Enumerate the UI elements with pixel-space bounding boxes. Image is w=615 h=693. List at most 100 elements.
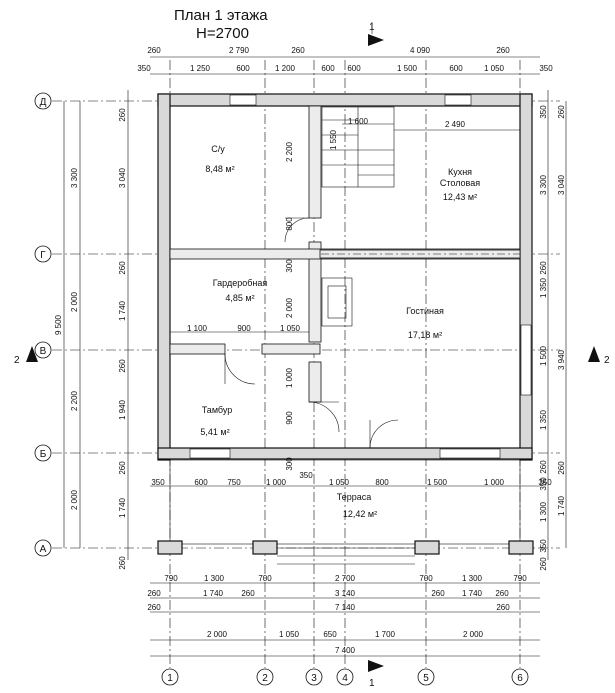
col-axis-5: 5 <box>423 673 429 684</box>
dim-bot-1-1: 1 300 <box>204 574 225 583</box>
dim-right-in-0: 260 <box>557 105 566 119</box>
dim-stair-width: 1 600 <box>348 117 369 126</box>
dim-bot-1-5: 1 300 <box>462 574 483 583</box>
section-mark-top: 1 <box>368 22 384 46</box>
dim-bot-1-4: 700 <box>419 574 433 583</box>
dim-wall-300a: 300 <box>285 259 294 273</box>
room-kitchen-area: 12,43 м² <box>443 192 477 202</box>
dim-left-in-2: 260 <box>118 261 127 275</box>
column-axis-markers: 1 2 3 4 5 6 <box>161 668 529 686</box>
dim-top-2-1: 1 250 <box>190 64 211 73</box>
dim-top-2-8: 1 050 <box>484 64 505 73</box>
bottom-dimension-lines: 790 1 300 700 2 700 700 1 300 790 260 1 … <box>147 574 540 657</box>
doors <box>224 217 399 449</box>
dim-terrace-8: 350 <box>538 478 552 487</box>
room-wc-name: С/у <box>211 144 225 154</box>
dim-right-3: 1 350 <box>539 277 548 298</box>
col-axis-6: 6 <box>517 673 523 684</box>
dim-wall-300b: 300 <box>285 457 294 471</box>
row-axis-g: Г <box>40 250 46 261</box>
dim-hall-2: 1 050 <box>280 324 301 333</box>
plan-title: План 1 этажа <box>174 7 268 24</box>
dim-terrace-0: 350 <box>151 478 165 487</box>
dim-bot-4-2: 650 <box>323 630 337 639</box>
row-axis-d: Д <box>40 97 47 108</box>
dim-right-in-3: 260 <box>557 461 566 475</box>
dim-hall-0: 1 100 <box>187 324 208 333</box>
right-dimension-lines: 350 3 300 260 1 350 1 500 1 350 260 350 … <box>539 90 567 571</box>
dim-left-0: 3 300 <box>70 167 79 188</box>
dim-top-2-3: 1 200 <box>275 64 296 73</box>
dim-right-7: 350 <box>539 477 548 491</box>
section-mark-left-label: 2 <box>14 355 20 366</box>
room-wc-area: 8,48 м² <box>205 164 234 174</box>
dim-left-overall: 9 500 <box>54 314 63 335</box>
dim-left-2: 2 200 <box>70 390 79 411</box>
dim-porch-350: 350 <box>299 471 313 480</box>
room-terrace-name: Терраса <box>337 492 372 502</box>
dim-top-2-6: 1 500 <box>397 64 418 73</box>
dim-top-1-0: 260 <box>147 46 161 55</box>
dim-terrace-2: 750 <box>227 478 241 487</box>
dim-wc-2200: 2 200 <box>285 141 294 162</box>
dim-left-3: 2 000 <box>70 489 79 510</box>
dim-bot-2-4: 260 <box>431 589 445 598</box>
dim-left-in-6: 260 <box>118 461 127 475</box>
col-axis-1: 1 <box>167 673 173 684</box>
dim-terrace-1: 600 <box>194 478 208 487</box>
plan-height: Н=2700 <box>196 25 249 42</box>
section-mark-bottom-label: 1 <box>369 678 375 689</box>
dim-top-2-2: 600 <box>236 64 250 73</box>
dim-top-2-0: 350 <box>137 64 151 73</box>
dim-terrace-3: 1 000 <box>266 478 287 487</box>
room-labels: С/у 8,48 м² Кухня Столовая 12,43 м² Гард… <box>200 144 480 519</box>
dim-vest-900: 900 <box>285 411 294 425</box>
dim-bot-1-3: 2 700 <box>335 574 356 583</box>
section-mark-left: 2 <box>14 346 38 366</box>
dim-top-1-4: 260 <box>496 46 510 55</box>
dim-top-2-7: 600 <box>449 64 463 73</box>
dim-left-in-5: 1 940 <box>118 399 127 420</box>
dim-right-in-1: 3 040 <box>557 174 566 195</box>
terrace <box>157 459 534 565</box>
room-living-area: 17,18 м² <box>408 330 442 340</box>
dim-right-8: 1 300 <box>539 501 548 522</box>
dim-bot-1-0: 790 <box>164 574 178 583</box>
dim-terrace-4: 1 050 <box>329 478 350 487</box>
room-vestibule-name: Тамбур <box>202 405 233 415</box>
section-mark-bottom: 1 <box>368 660 384 689</box>
dim-left-1: 2 000 <box>70 291 79 312</box>
dim-terrace-7: 1 000 <box>484 478 505 487</box>
dim-bot-3-2: 260 <box>496 603 510 612</box>
dim-left-in-4: 260 <box>118 359 127 373</box>
dim-bot-total: 7 400 <box>335 646 356 655</box>
dim-bot-2-0: 260 <box>147 589 161 598</box>
dim-bot-4-4: 2 000 <box>463 630 484 639</box>
dim-right-2: 260 <box>539 261 548 275</box>
dim-top-2-9: 350 <box>539 64 553 73</box>
col-axis-4: 4 <box>342 673 348 684</box>
room-vestibule-area: 5,41 м² <box>200 427 229 437</box>
dim-right-0: 350 <box>539 105 548 119</box>
section-mark-right: 2 <box>588 346 610 366</box>
dim-top-1-3: 4 090 <box>410 46 431 55</box>
dim-vest-1000: 1 000 <box>285 367 294 388</box>
dim-left-in-3: 1 740 <box>118 300 127 321</box>
dim-left-in-0: 260 <box>118 108 127 122</box>
dim-bot-4-0: 2 000 <box>207 630 228 639</box>
dim-terrace-5: 800 <box>375 478 389 487</box>
dim-wardrobe-2000: 2 000 <box>285 297 294 318</box>
left-dimension-lines: 3 300 2 000 2 200 2 000 9 500 260 3 040 … <box>54 90 129 570</box>
dim-left-in-8: 260 <box>118 556 127 570</box>
staircase <box>321 106 395 188</box>
room-kitchen-name2: Столовая <box>440 178 480 188</box>
dim-bot-2-3: 3 140 <box>335 589 356 598</box>
interior-walls <box>169 105 521 403</box>
dim-right-4: 1 500 <box>539 345 548 366</box>
dim-kitchen-width: 2 490 <box>445 120 466 129</box>
dim-right-6: 260 <box>539 460 548 474</box>
dim-top-2-4: 600 <box>321 64 335 73</box>
dim-bot-4-3: 1 700 <box>375 630 396 639</box>
dim-bot-1-6: 790 <box>513 574 527 583</box>
